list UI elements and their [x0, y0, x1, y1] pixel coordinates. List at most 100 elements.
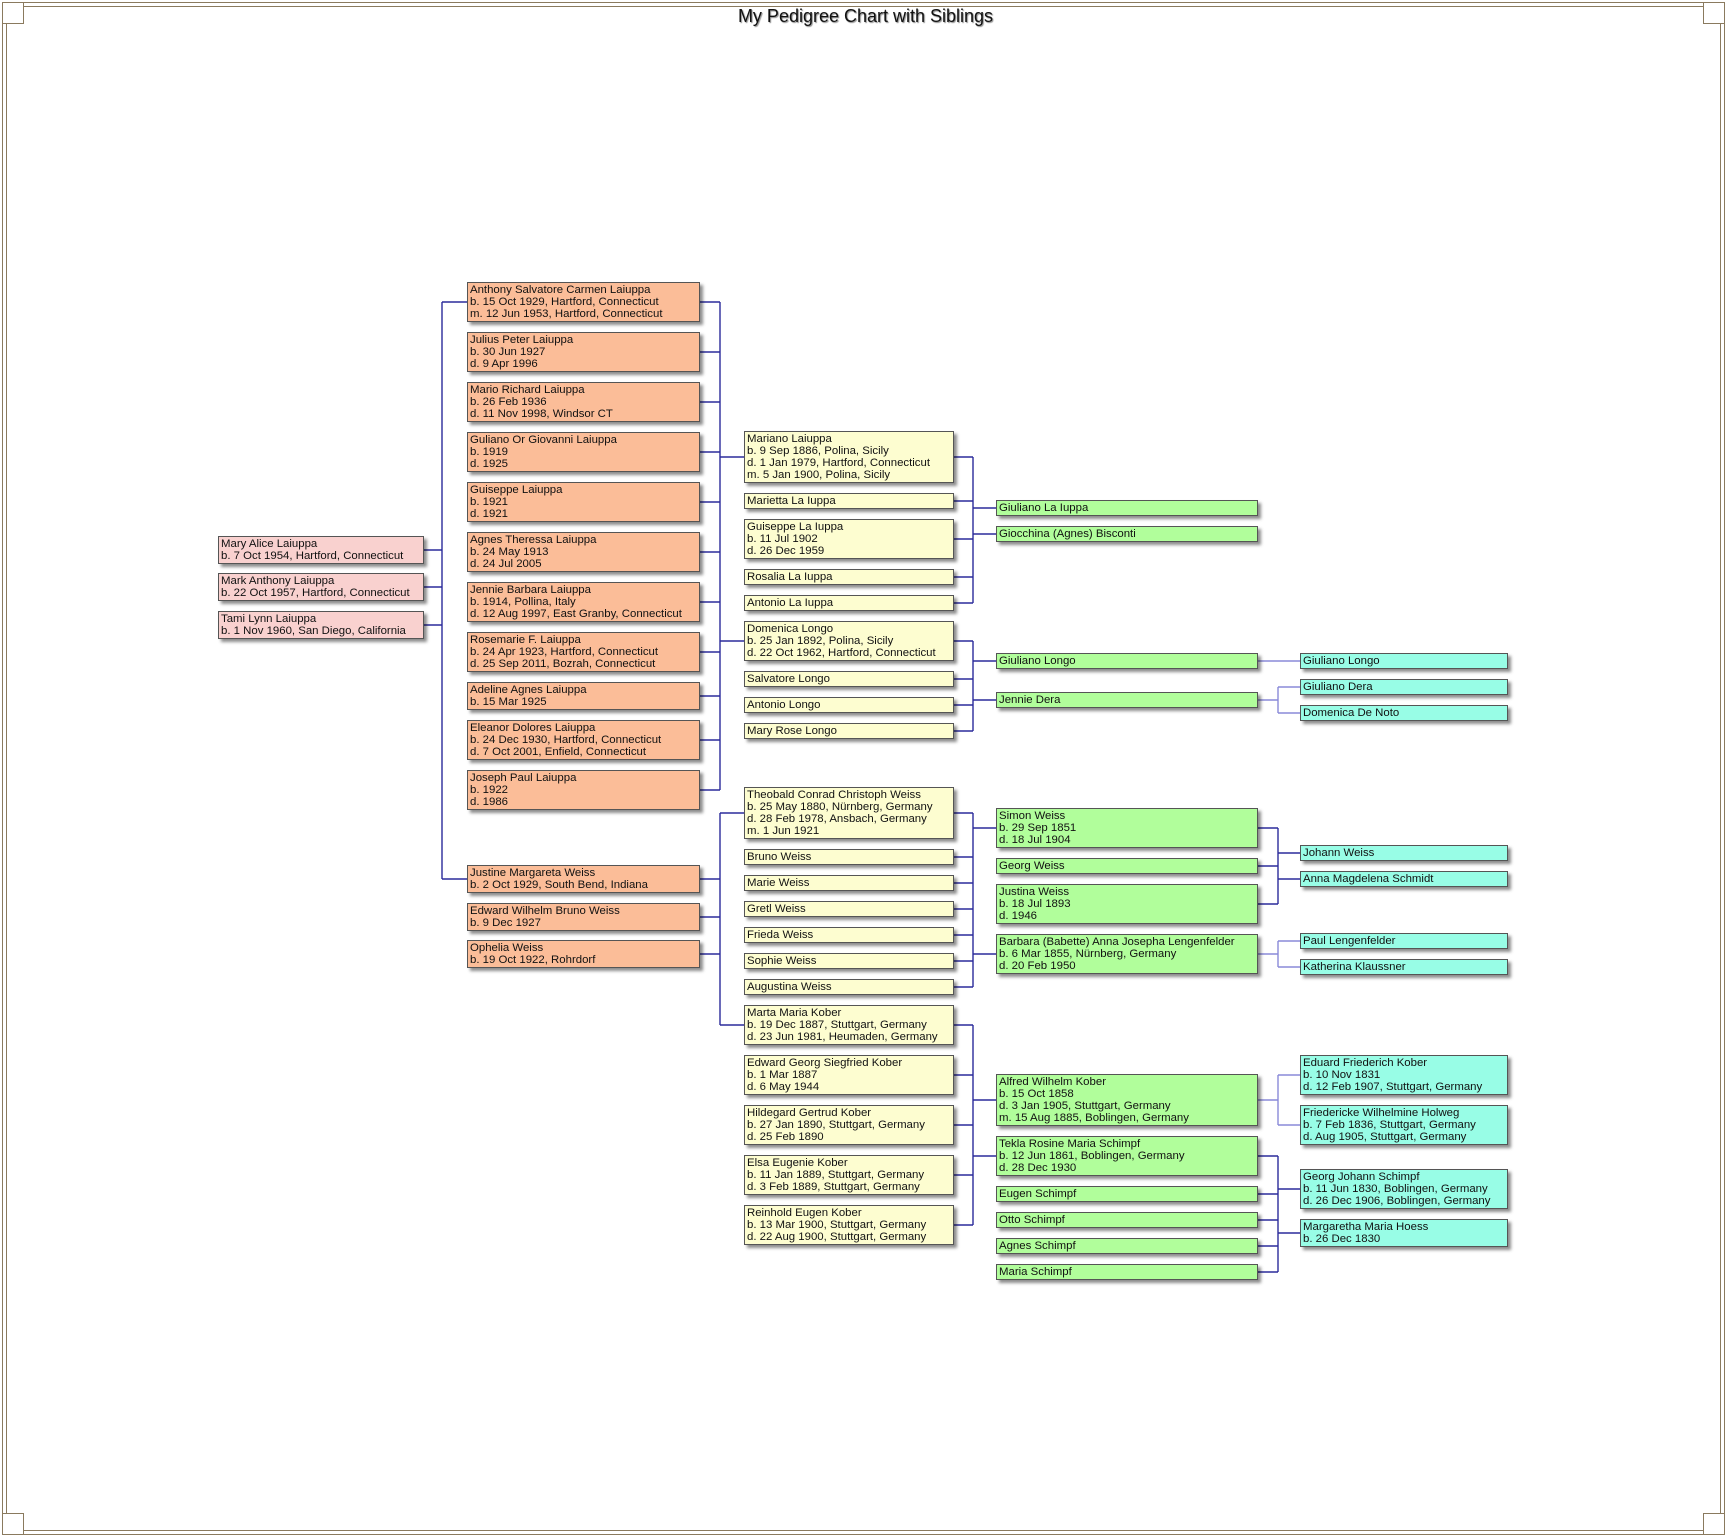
person-name: Otto Schimpf: [999, 1214, 1065, 1226]
person-box-anna-m[interactable]: Anna Magdelena Schmidt: [1300, 871, 1508, 887]
person-box-agnes-s[interactable]: Agnes Schimpf: [996, 1238, 1258, 1254]
person-name: Eleanor Dolores Laiuppa: [470, 722, 596, 734]
person-detail: b. 10 Nov 1831: [1303, 1069, 1381, 1081]
person-box-sophie[interactable]: Sophie Weiss: [744, 953, 954, 969]
person-box-frieda[interactable]: Frieda Weiss: [744, 927, 954, 943]
person-detail: b. 12 Jun 1861, Boblingen, Germany: [999, 1150, 1185, 1162]
person-box-domenica-dn[interactable]: Domenica De Noto: [1300, 705, 1508, 721]
person-box-barbara[interactable]: Barbara (Babette) Anna Josepha Lengenfel…: [996, 934, 1258, 974]
person-name: Guiseppe Laiuppa: [470, 484, 563, 496]
person-detail: d. 26 Dec 1906, Boblingen, Germany: [1303, 1195, 1491, 1207]
person-name: Agnes Theressa Laiuppa: [470, 534, 597, 546]
person-name: Georg Johann Schimpf: [1303, 1171, 1420, 1183]
person-detail: d. 24 Jul 2005: [470, 558, 542, 570]
person-box-georg-w[interactable]: Georg Weiss: [996, 858, 1258, 874]
person-detail: d. 22 Oct 1962, Hartford, Connecticut: [747, 647, 936, 659]
person-detail: b. 1921: [470, 496, 509, 508]
person-box-giuliano-dera[interactable]: Giuliano Dera: [1300, 679, 1508, 695]
person-name: Sophie Weiss: [747, 955, 817, 967]
person-name: Jennie Barbara Laiuppa: [470, 584, 591, 596]
person-box-gretl[interactable]: Gretl Weiss: [744, 901, 954, 917]
person-name: Adeline Agnes Laiuppa: [470, 684, 587, 696]
person-detail: b. 13 Mar 1900, Stuttgart, Germany: [747, 1219, 927, 1231]
person-detail: b. 15 Oct 1858: [999, 1088, 1074, 1100]
person-detail: b. 19 Dec 1887, Stuttgart, Germany: [747, 1019, 927, 1031]
person-box-salvatore[interactable]: Salvatore Longo: [744, 671, 954, 687]
person-box-giocchina[interactable]: Giocchina (Agnes) Bisconti: [996, 526, 1258, 542]
person-detail: d. 1986: [470, 796, 509, 808]
person-name: Marietta La Iuppa: [747, 495, 836, 507]
person-box-jennie-dera[interactable]: Jennie Dera: [996, 692, 1258, 708]
person-box-bruno[interactable]: Bruno Weiss: [744, 849, 954, 865]
person-box-marietta[interactable]: Marietta La Iuppa: [744, 493, 954, 509]
person-box-antonio-lo[interactable]: Antonio Longo: [744, 697, 954, 713]
person-detail: b. 24 May 1913: [470, 546, 549, 558]
person-box-mary-rose[interactable]: Mary Rose Longo: [744, 723, 954, 739]
person-name: Rosemarie F. Laiuppa: [470, 634, 581, 646]
person-detail: d. 11 Nov 1998, Windsor CT: [470, 408, 613, 420]
person-box-paul[interactable]: Paul Lengenfelder: [1300, 933, 1508, 949]
person-detail: b. 11 Jul 1902: [747, 533, 818, 545]
person-name: Anna Magdelena Schmidt: [1303, 873, 1434, 885]
person-box-johann[interactable]: Johann Weiss: [1300, 845, 1508, 861]
person-box-otto[interactable]: Otto Schimpf: [996, 1212, 1258, 1228]
person-name: Gretl Weiss: [747, 903, 806, 915]
person-box-eugen[interactable]: Eugen Schimpf: [996, 1186, 1258, 1202]
person-name: Reinhold Eugen Kober: [747, 1207, 862, 1219]
person-box-augustina[interactable]: Augustina Weiss: [744, 979, 954, 995]
person-box-rosalia[interactable]: Rosalia La Iuppa: [744, 569, 954, 585]
frame-corner-top-right: [1703, 2, 1725, 24]
person-box-katherina[interactable]: Katherina Klaussner: [1300, 959, 1508, 975]
person-detail: d. Aug 1905, Stuttgart, Germany: [1303, 1131, 1467, 1143]
person-box-giuliano-longo[interactable]: Giuliano Longo: [996, 653, 1258, 669]
person-name: Jennie Dera: [999, 694, 1061, 706]
person-name: Hildegard Gertrud Kober: [747, 1107, 872, 1119]
person-name: Julius Peter Laiuppa: [470, 334, 574, 346]
person-box-marie[interactable]: Marie Weiss: [744, 875, 954, 891]
person-detail: b. 26 Feb 1936: [470, 396, 547, 408]
person-box-antonio-la[interactable]: Antonio La Iuppa: [744, 595, 954, 611]
person-box-giuliano-longo2[interactable]: Giuliano Longo: [1300, 653, 1508, 669]
person-box-maria-s[interactable]: Maria Schimpf: [996, 1264, 1258, 1280]
person-name: Katherina Klaussner: [1303, 961, 1406, 973]
person-detail: b. 1919: [470, 446, 509, 458]
person-box-giuliano-la[interactable]: Giuliano La Iuppa: [996, 500, 1258, 516]
person-detail: d. 1946: [999, 910, 1038, 922]
